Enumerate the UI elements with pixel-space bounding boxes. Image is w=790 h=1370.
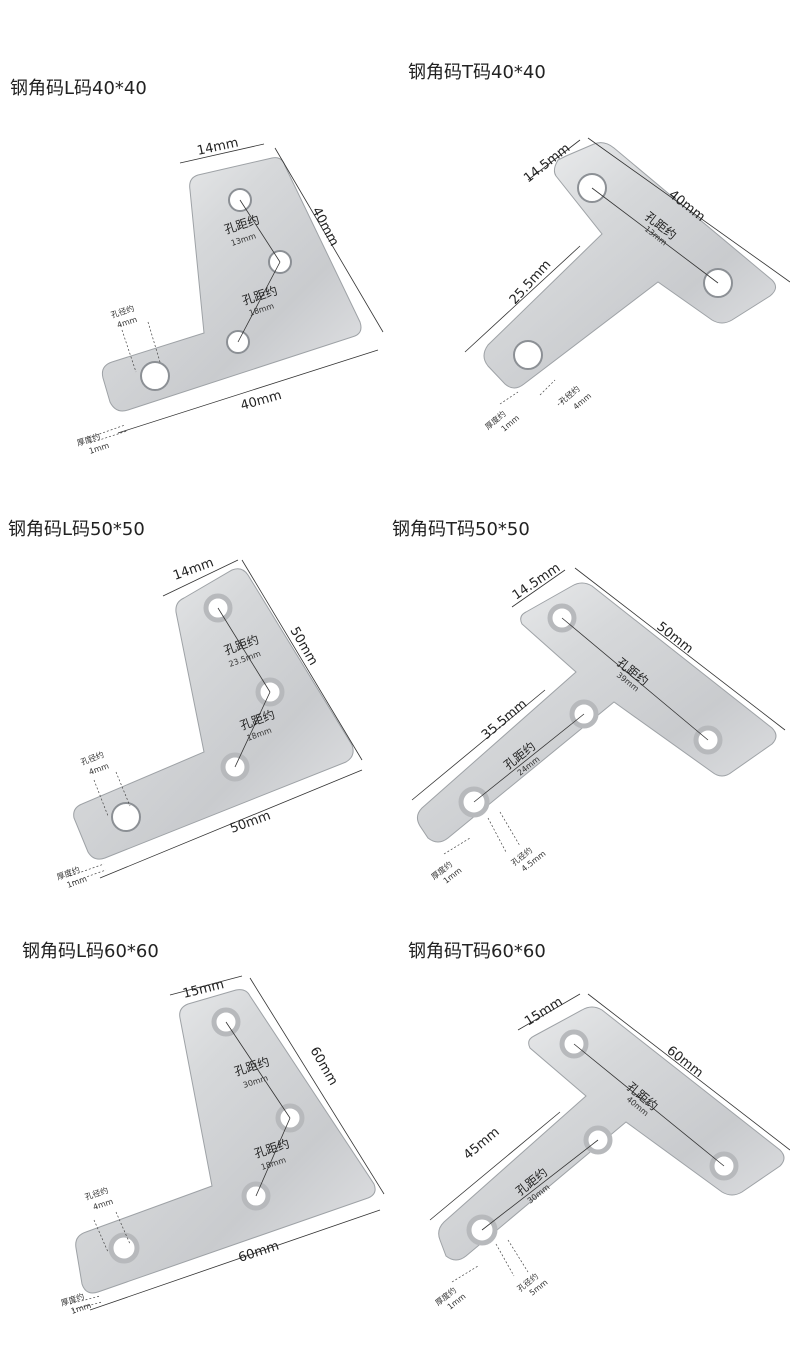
l60-hole-value: 4mm [92, 1197, 115, 1212]
bracket-l50: 14mm 50mm 50mm 孔距约 23.5mm 孔距约 18mm 孔径约 4… [55, 555, 363, 890]
t60-stem-label: 45mm [461, 1125, 503, 1163]
bracket-l40: 14mm 40mm 40mm 孔距约 13mm 孔距约 18mm 孔径约 4mm… [76, 136, 384, 456]
product-title-t60: 钢角码T码60*60 [408, 941, 546, 962]
l60-height-label: 60mm [307, 1045, 341, 1089]
bracket-t50: 14.5mm 50mm 35.5mm 孔距约 39mm 孔距约 24mm 厚度约… [411, 561, 786, 886]
l60-plate [75, 989, 376, 1294]
product-title-t50: 钢角码T码50*50 [392, 519, 530, 540]
l40-bottom-label: 40mm [239, 388, 283, 414]
bracket-l60: 15mm 60mm 60mm 孔距约 30mm 孔距约 18mm 孔径约 4mm… [60, 975, 385, 1316]
t40-plate [483, 142, 776, 389]
product-title-l40: 钢角码L码40*40 [10, 78, 147, 99]
l50-plate [73, 568, 354, 860]
l40-width-label: 14mm [196, 136, 240, 159]
bracket-t60: 15mm 60mm 45mm 孔距约 40mm 孔距约 30mm 厚度约 1mm… [429, 993, 790, 1312]
l40-hole-4 [140, 361, 170, 391]
l50-bottom-label: 50mm [228, 808, 272, 836]
product-title-l50: 钢角码L码50*50 [8, 519, 145, 540]
l50-hole-4 [111, 802, 141, 832]
product-title-t40: 钢角码T码40*40 [408, 62, 546, 83]
l60-bottom-label: 60mm [237, 1239, 281, 1266]
l60-hole-4 [108, 1232, 140, 1264]
product-title-l60: 钢角码L码60*60 [22, 941, 159, 962]
bracket-t40: 14.5mm 40mm 25.5mm 孔距约 13mm 厚度约 1mm 孔径约 … [464, 137, 790, 434]
t40-hole-3 [513, 340, 543, 370]
l50-width-label: 14mm [171, 555, 215, 583]
